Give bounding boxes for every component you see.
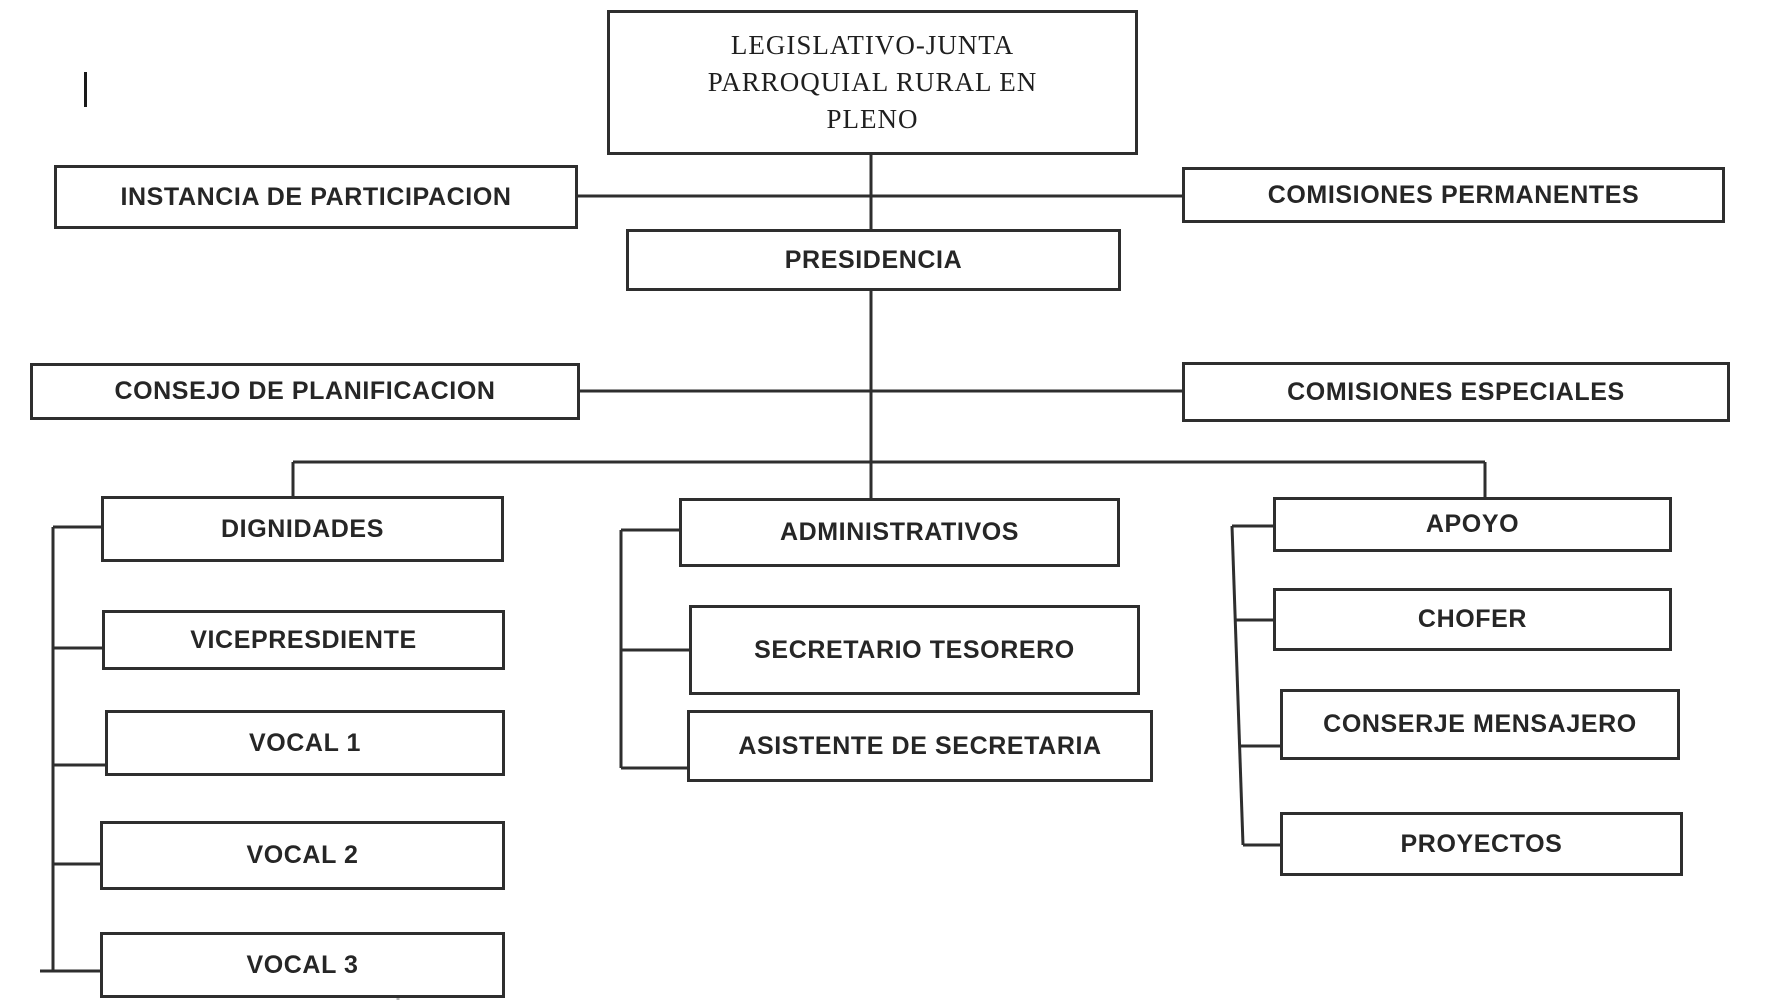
node-label: VOCAL 1 bbox=[248, 728, 362, 757]
node-asistente-de-secretaria: ASISTENTE DE SECRETARIA bbox=[687, 710, 1153, 782]
node-label: VOCAL 2 bbox=[246, 841, 359, 869]
text-cursor bbox=[84, 72, 87, 107]
connector-right-spine bbox=[1230, 525, 1245, 846]
node-apoyo: APOYO bbox=[1273, 497, 1672, 552]
node-chofer: CHOFER bbox=[1273, 588, 1672, 651]
node-label: CONSERJE MENSAJERO bbox=[1323, 710, 1637, 738]
node-label: APOYO bbox=[1425, 510, 1520, 538]
node-label: ADMINISTRATIVOS bbox=[779, 518, 1020, 546]
node-consejo-de-planificacion: CONSEJO DE PLANIFICACION bbox=[30, 363, 580, 420]
node-presidencia: PRESIDENCIA bbox=[626, 229, 1121, 291]
node-administrativos: ADMINISTRATIVOS bbox=[679, 498, 1120, 567]
node-proyectos: PROYECTOS bbox=[1280, 812, 1683, 876]
node-label: COMISIONES ESPECIALES bbox=[1287, 377, 1625, 406]
node-comisiones-permanentes: COMISIONES PERMANENTES bbox=[1182, 167, 1725, 223]
node-label: PRESIDENCIA bbox=[784, 245, 963, 274]
node-label: VICEPRESDIENTE bbox=[190, 625, 417, 654]
node-conserje-mensajero: CONSERJE MENSAJERO bbox=[1280, 689, 1680, 760]
node-secretario-tesorero: SECRETARIO TESORERO bbox=[689, 605, 1140, 695]
node-label: CHOFER bbox=[1417, 605, 1528, 633]
node-label: COMISIONES PERMANENTES bbox=[1267, 180, 1640, 209]
node-label: INSTANCIA DE PARTICIPACION bbox=[120, 182, 512, 211]
node-vocal-3: VOCAL 3 bbox=[100, 932, 505, 998]
node-vocal-2: VOCAL 2 bbox=[100, 821, 505, 890]
node-label-line: PLENO bbox=[826, 104, 919, 134]
node-label-line: PARROQUIAL RURAL EN bbox=[707, 67, 1038, 97]
node-label: SECRETARIO TESORERO bbox=[754, 635, 1075, 664]
node-label: ASISTENTE DE SECRETARIA bbox=[738, 731, 1102, 760]
node-dignidades: DIGNIDADES bbox=[101, 496, 504, 562]
node-vocal-1: VOCAL 1 bbox=[105, 710, 505, 776]
node-label: CONSEJO DE PLANIFICACION bbox=[114, 377, 496, 405]
node-label: PROYECTOS bbox=[1400, 829, 1563, 858]
node-comisiones-especiales: COMISIONES ESPECIALES bbox=[1182, 362, 1730, 422]
node-label: DIGNIDADES bbox=[221, 514, 384, 543]
node-label-line: LEGISLATIVO-JUNTA bbox=[730, 30, 1015, 60]
node-instancia-de-participacion: INSTANCIA DE PARTICIPACION bbox=[54, 165, 578, 229]
node-legislativo-junta-pleno: LEGISLATIVO-JUNTA PARROQUIAL RURAL EN PL… bbox=[607, 10, 1138, 155]
node-label: VOCAL 3 bbox=[246, 950, 359, 979]
node-vicepresdiente: VICEPRESDIENTE bbox=[102, 610, 505, 670]
